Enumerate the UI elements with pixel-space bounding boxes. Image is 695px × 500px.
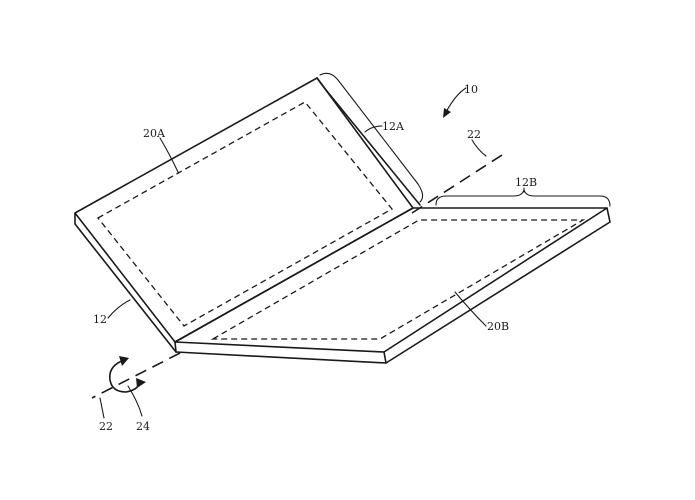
arrow-10 xyxy=(443,108,451,118)
label-22-bottom: 22 xyxy=(99,420,113,433)
fold-axis-lower xyxy=(91,352,181,399)
leader-10 xyxy=(445,87,467,113)
bracket-12b xyxy=(435,188,611,207)
rotation-arrow-icon xyxy=(108,356,146,393)
leader-24 xyxy=(127,385,143,417)
leader-12 xyxy=(107,299,131,319)
display-20b xyxy=(210,219,586,340)
label-24: 24 xyxy=(136,420,150,433)
leader-20b xyxy=(454,291,487,327)
leader-22-top xyxy=(471,139,487,157)
fold-axis-upper xyxy=(411,154,503,214)
housing-12b xyxy=(174,207,611,364)
label-12a: 12A xyxy=(382,120,405,133)
display-20a xyxy=(97,101,393,327)
label-22-top: 22 xyxy=(467,128,481,141)
leader-20a xyxy=(159,137,179,173)
bracket-12a xyxy=(319,72,424,203)
label-12b: 12B xyxy=(515,176,537,189)
label-20b: 20B xyxy=(487,320,509,333)
leader-12a xyxy=(364,125,383,133)
leader-22-bottom xyxy=(99,397,105,419)
label-12: 12 xyxy=(93,313,107,326)
label-20a: 20A xyxy=(143,127,166,140)
label-10: 10 xyxy=(464,83,478,96)
